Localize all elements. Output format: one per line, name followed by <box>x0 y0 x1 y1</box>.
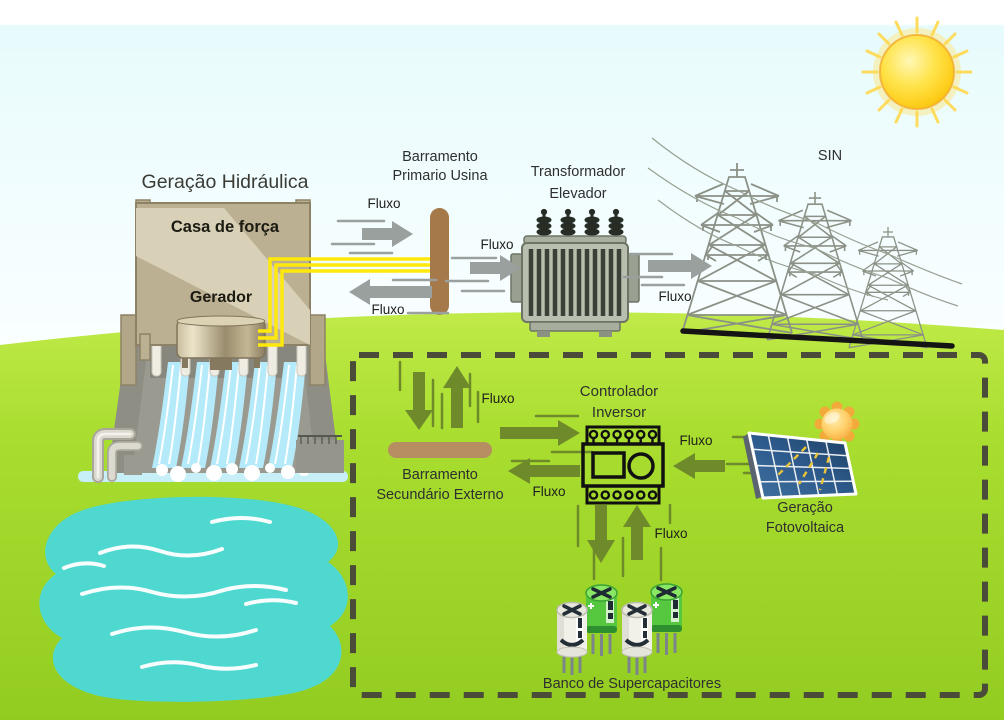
inverter-illustration <box>581 425 665 505</box>
flux-label-4: Fluxo <box>658 289 692 304</box>
solar-panel-illustration <box>743 401 860 500</box>
flow-arrow-inverter-to-caps <box>587 505 615 563</box>
tower-ground-line <box>680 328 955 349</box>
sun-rays <box>776 446 831 491</box>
sun-icon <box>861 16 973 128</box>
powerhouse-label: Casa de força <box>170 218 280 236</box>
flow-arrow-plant-to-primary-bus <box>362 221 413 247</box>
inverter-label: Controlador Inversor <box>579 383 659 421</box>
secondary-bus-label: Barramento Secundário Externo <box>376 467 504 503</box>
gray-flow-arrows <box>330 219 712 315</box>
primary-bus-label: Barramento Primario Usina <box>392 149 488 184</box>
flow-arrow-pv-to-inverter <box>673 453 725 479</box>
flow-arrow-down-to-secondary-bus <box>405 372 433 430</box>
hydro-title-label: Geração Hidráulica <box>141 171 309 193</box>
pv-label: Geração Fotovoltaica <box>765 500 845 536</box>
power-cables <box>258 257 433 347</box>
generator-label: Gerador <box>189 289 253 306</box>
sin-label: SIN <box>817 148 843 164</box>
flux-label-1: Fluxo <box>367 196 401 211</box>
flux-label-6: Fluxo <box>532 484 566 499</box>
flux-label-2: Fluxo <box>371 302 405 317</box>
flux-label-7: Fluxo <box>679 433 713 448</box>
primary-bus-bar <box>430 208 449 315</box>
flow-arrow-caps-to-inverter <box>623 505 651 560</box>
flux-label-3: Fluxo <box>480 237 514 252</box>
flow-arrow-bus-to-inverter <box>500 420 580 446</box>
secondary-bus-bar <box>388 442 492 458</box>
flow-arrow-transformer-to-grid <box>648 253 712 279</box>
white-capacitor <box>556 601 653 675</box>
supercaps-label: Banco de Supercapacitores <box>542 676 722 692</box>
flow-arrow-up-from-secondary-bus <box>443 366 471 428</box>
powerhouse-illustration <box>120 199 326 386</box>
flow-arrow-primary-bus-to-plant <box>349 279 432 305</box>
transformer-label: Transformador Elevador <box>530 164 626 202</box>
transmission-towers <box>647 137 963 349</box>
intake-pipes <box>92 428 143 483</box>
lake <box>39 496 348 702</box>
supercapacitors-illustration <box>556 583 683 675</box>
green-capacitor <box>585 583 683 656</box>
flux-label-8: Fluxo <box>654 526 688 541</box>
flow-arrow-inverter-to-bus <box>508 458 580 484</box>
transformer-illustration <box>510 208 640 337</box>
flux-label-5: Fluxo <box>481 391 515 406</box>
flow-arrow-primary-bus-to-transformer <box>470 255 521 281</box>
dashed-boundary <box>350 352 988 698</box>
pv-sun-icon <box>814 401 860 447</box>
